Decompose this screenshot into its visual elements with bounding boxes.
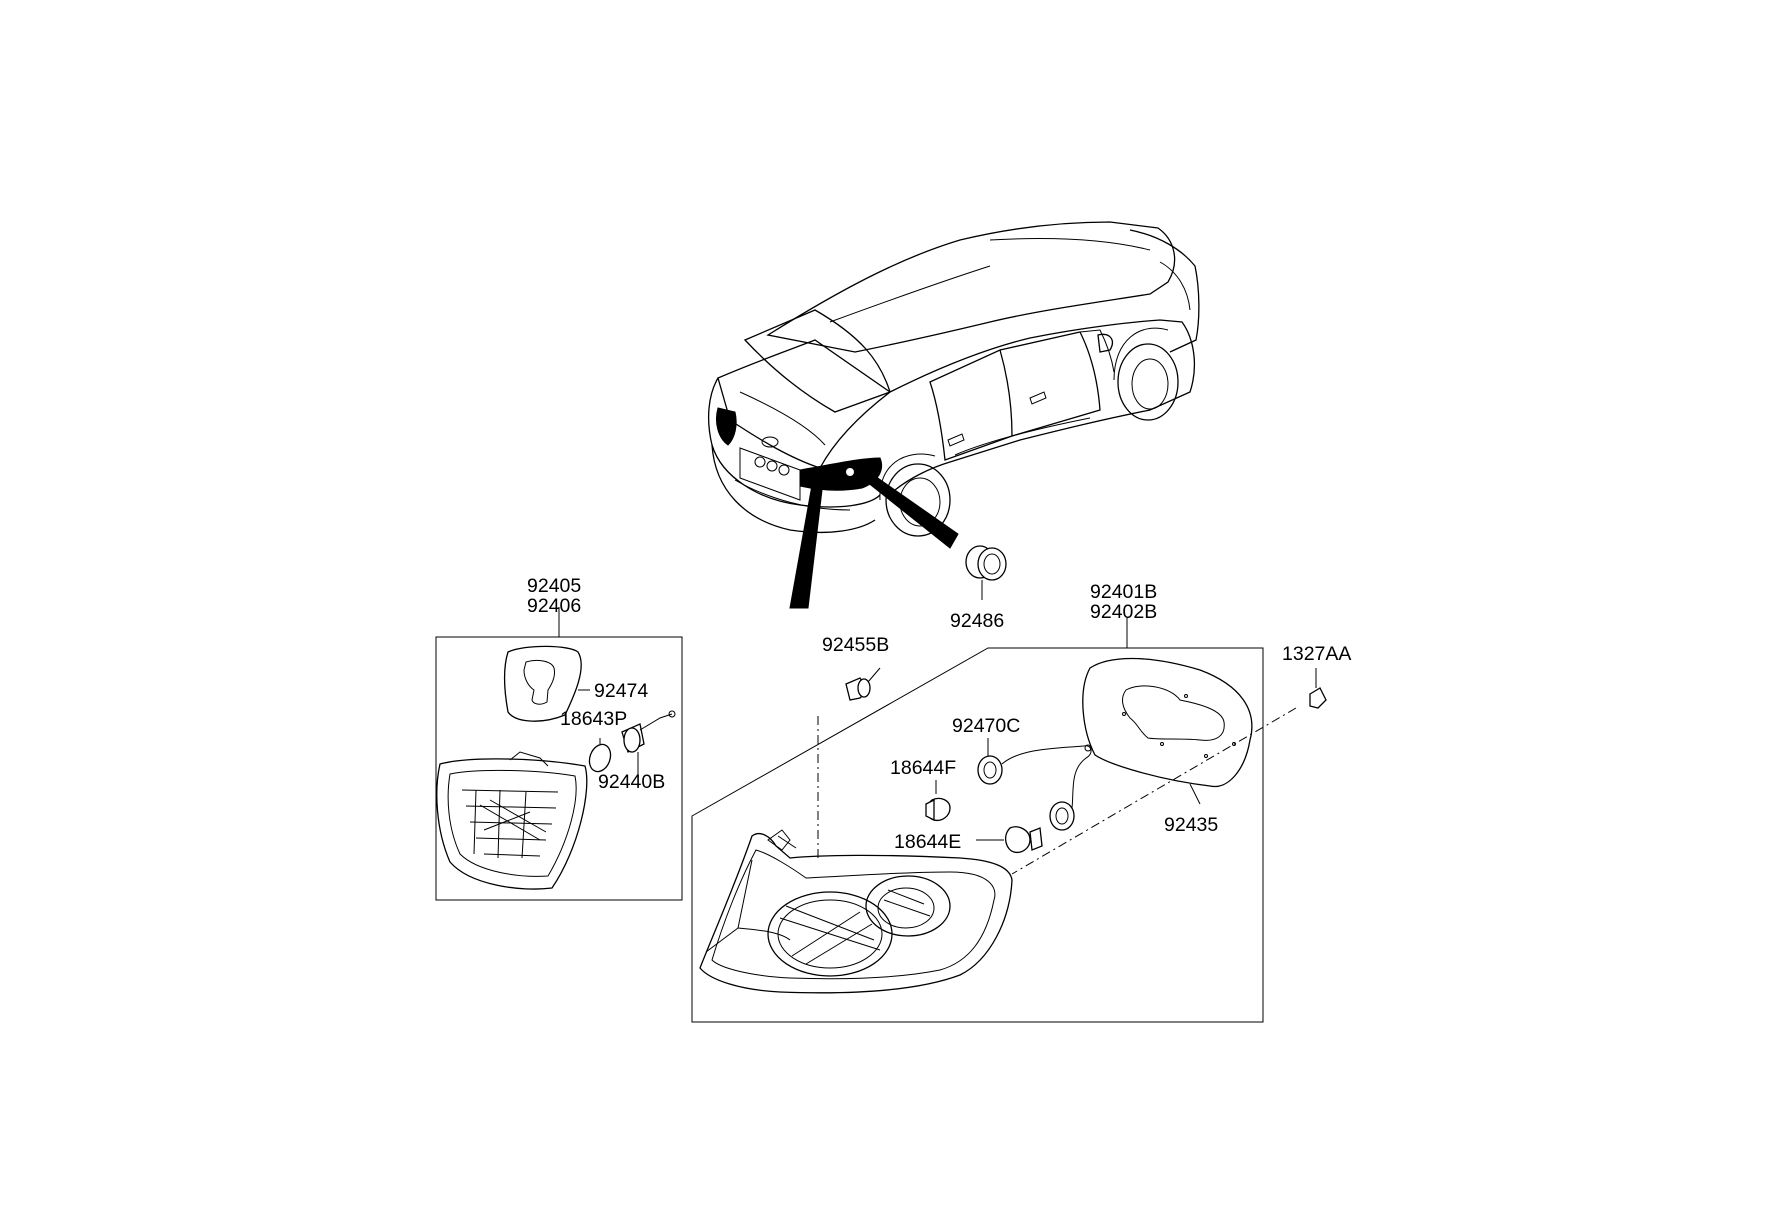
label-92486: 92486 (950, 610, 1004, 632)
label-1327AA: 1327AA (1282, 643, 1351, 665)
label-18644E: 18644E (894, 831, 961, 853)
label-92474: 92474 (594, 680, 648, 702)
label-18643P: 18643P (560, 708, 627, 730)
part-labels: 92405 92406 92474 18643P 92440B 92486 92… (527, 575, 1351, 853)
label-92401B: 92401B (1090, 581, 1157, 603)
car-illustration (708, 221, 1200, 609)
label-92402B: 92402B (1090, 601, 1157, 623)
label-18644F: 18644F (890, 757, 956, 779)
inner-lamp-group (435, 607, 683, 901)
label-92405: 92405 (527, 575, 581, 597)
outer-lamp-group (691, 617, 1327, 1023)
label-92470C: 92470C (952, 715, 1020, 737)
label-92406: 92406 (527, 595, 581, 617)
label-92435: 92435 (1164, 814, 1218, 836)
label-92440B: 92440B (598, 771, 665, 793)
grommet-92486 (965, 545, 1007, 600)
label-92455B: 92455B (822, 634, 889, 656)
